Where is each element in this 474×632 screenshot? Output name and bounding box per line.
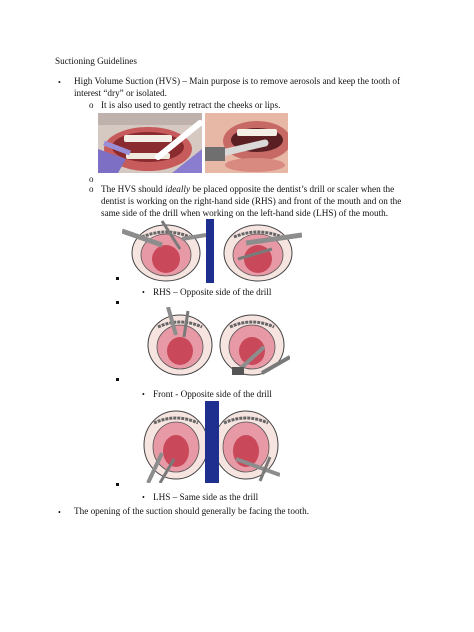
square-bullet — [116, 277, 119, 280]
placement-emphasis: ideally — [165, 184, 191, 194]
bullet-disc: • — [58, 78, 61, 87]
bullet-disc: • — [142, 390, 145, 399]
diagram-front-art — [147, 306, 291, 376]
caption-lhs: LHS – Same side as the drill — [153, 492, 259, 502]
square-bullet — [116, 301, 119, 304]
bullet-disc: • — [58, 508, 61, 517]
placement-line-1-end: be placed opposite the dentist’s drill o… — [190, 184, 395, 194]
hvs-bullet-text-cont: interest “dry” or isolated. — [74, 88, 167, 98]
divider-bar-rhs — [206, 219, 214, 283]
square-bullet — [116, 378, 119, 381]
sub-bullet-o: o — [89, 100, 94, 110]
bullet-disc: • — [142, 493, 145, 502]
placement-line-2: dentist is working on the right-hand sid… — [101, 196, 402, 206]
sub-bullet-o-empty: o — [89, 174, 94, 184]
placement-line-3: same side of the drill when working on t… — [101, 208, 389, 218]
retract-line: It is also used to gently retract the ch… — [101, 100, 281, 110]
diagram-rhs-art — [121, 220, 303, 282]
page-title: Suctioning Guidelines — [55, 56, 137, 66]
photo-cheek-retraction — [98, 113, 202, 173]
photo-suction-in-mouth-art — [205, 113, 288, 173]
opening-line: The opening of the suction should genera… — [74, 506, 309, 516]
placement-line-1: The HVS should ideally be placed opposit… — [101, 184, 394, 196]
caption-front: Front - Opposite side of the drill — [153, 389, 272, 399]
divider-bar-lhs — [205, 401, 219, 483]
photo-suction-in-mouth — [205, 113, 288, 173]
diagram-lhs-art — [143, 410, 281, 484]
bullet-disc: • — [142, 288, 145, 297]
diagram-front — [140, 306, 291, 377]
caption-rhs: RHS – Opposite side of the drill — [153, 287, 272, 297]
sub-bullet-o-2: o — [89, 184, 94, 194]
square-bullet — [116, 483, 119, 486]
placement-line-1-start: The HVS should — [101, 184, 166, 194]
photo-cheek-retraction-art — [98, 113, 202, 173]
hvs-bullet-text: High Volume Suction (HVS) – Main purpose… — [74, 76, 401, 86]
